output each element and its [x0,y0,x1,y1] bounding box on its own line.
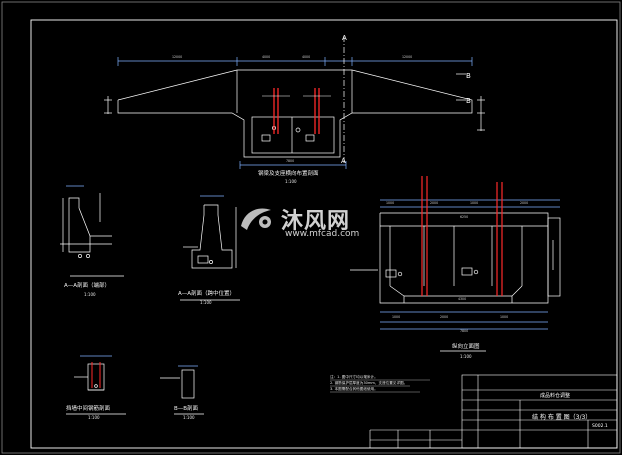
right-elevation-title: 纵向立面图 [452,344,480,350]
dim-right-bottom-a: 1000 [392,315,401,319]
small-left-title: 挡墙中间钢筋剖面 [66,406,111,412]
mfcad-logo-icon [241,208,271,230]
watermark-brand: 沐风网 [281,209,351,234]
title-block-drawing-no: S002.1 [592,424,608,429]
dim-top-mid-left: 4000 [262,55,271,59]
inner-frame [30,19,618,449]
section-aa-mid [180,195,240,301]
section-bb-title: B—B剖面 [174,406,199,412]
title-block [369,374,618,449]
top-cross-section [104,36,485,169]
section-marker-b-top: B [466,72,471,80]
section-aa-mid-title: A—A剖面（跨中位置） [178,291,236,297]
top-rebars [273,88,320,134]
dim-right-bottom-inner: 4300 [458,297,467,301]
dim-right-total: 7800 [460,329,469,333]
dim-right-width: 6250 [460,215,469,219]
section-bb-detail [160,365,204,415]
note-line-3: 3. 本图需配合其他图纸使用。 [330,387,378,391]
section-bb-scale: 1:100 [183,415,195,420]
top-section-title: 钢梁及支座横向布置剖面 [258,171,319,177]
section-marker-a-top: A [342,34,347,42]
dim-right-top-d: 2000 [520,201,529,205]
section-aa-left-scale: 1:100 [84,292,96,297]
right-elevation-scale: 1:100 [460,354,472,359]
top-section-scale: 1:100 [285,179,297,184]
dim-right-top-b: 2000 [430,201,439,205]
dim-top-bottom: 7800 [286,159,295,163]
title-block-project: 成品料仓调整 [540,393,571,399]
section-marker-b-bottom: B [466,97,471,105]
notes-lines [330,379,430,393]
section-aa-mid-scale: 1:100 [200,300,212,305]
small-left-detail [66,355,126,415]
right-rebars [421,176,503,296]
note-line-2: 2. 钢筋保护层厚度为30mm，支座位置见详图。 [330,381,408,385]
dim-right-bottom-b: 2000 [440,315,449,319]
watermark-url: www.mfcad.com [285,229,360,239]
dim-top-mid-right: 4000 [302,55,311,59]
right-elevation [350,199,561,352]
dim-right-top-c: 1000 [470,201,479,205]
dim-right-top-a: 1000 [386,201,395,205]
note-line-1: 注：1. 图中尺寸均以毫米计。 [330,375,378,379]
title-block-drawing-name: 结 构 布 置 图（3/3） [532,414,592,421]
small-left-scale: 1:100 [88,415,100,420]
dim-right-bottom-c: 1000 [500,315,509,319]
dim-top-right: 12000 [402,55,413,59]
section-marker-a-bottom: A [341,157,346,165]
watermark: 沐风网 www.mfcad.com [237,202,359,239]
dim-top-left: 12000 [172,55,183,59]
section-aa-left [60,185,124,277]
section-aa-left-title: A—A剖面（端部） [64,283,111,289]
